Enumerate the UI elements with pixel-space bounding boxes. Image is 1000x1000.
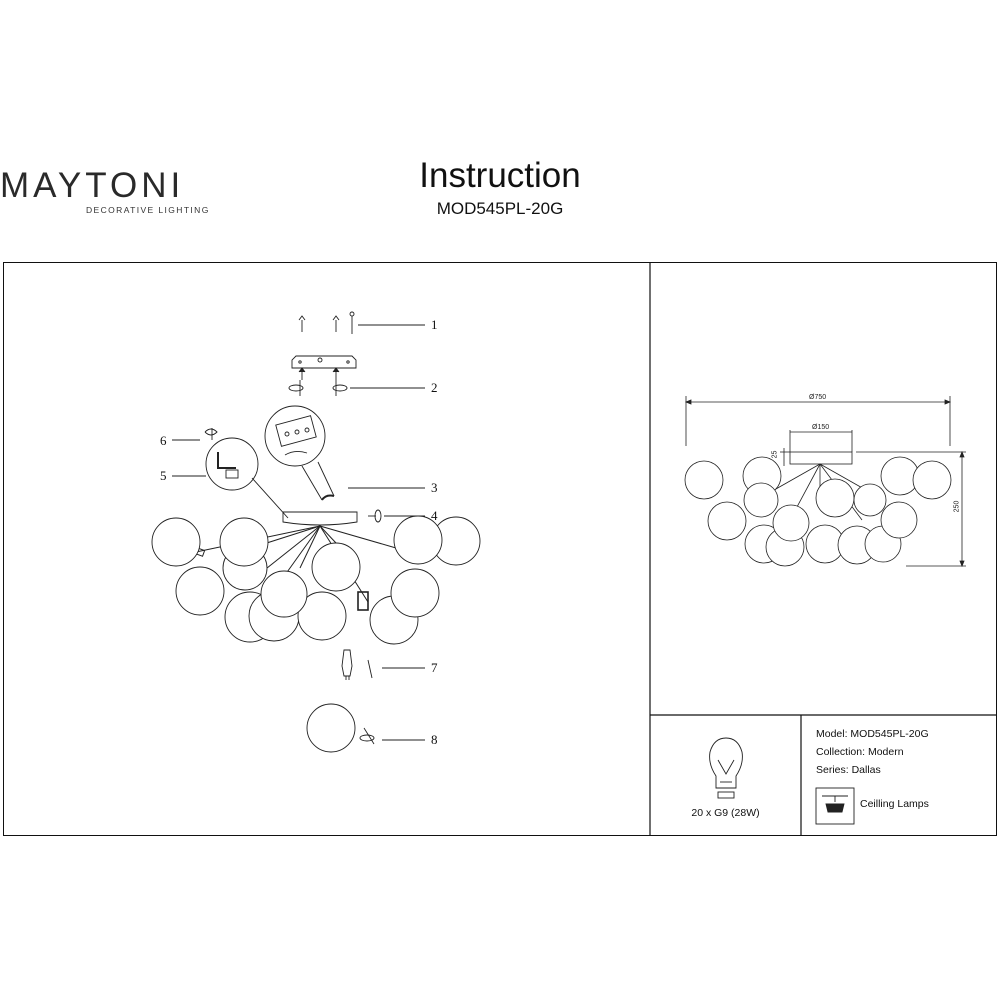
g9-bulb-icon	[341, 649, 373, 680]
wiring-detail-callout	[264, 405, 335, 501]
panel-dividers	[649, 262, 997, 836]
dimension-height-label: 250	[953, 500, 961, 513]
brand-logo-tagline: DECORATIVE LIGHTING	[86, 205, 210, 215]
canopy-icon	[282, 511, 358, 526]
dimension-width-label: Ø750	[809, 394, 827, 401]
part-number-1: 1	[431, 317, 438, 332]
part-number-6: 6	[160, 433, 167, 448]
dimension-canopy-height-label: 25	[771, 450, 779, 459]
bulb-spec-label: 20 x G9 (28W)	[691, 807, 760, 819]
part-number-7: 7	[431, 660, 438, 675]
mounting-bracket-icon	[288, 355, 357, 396]
info-series: Series: Dallas	[816, 764, 881, 776]
part-number-2: 2	[431, 380, 438, 395]
instruction-frame	[3, 262, 997, 836]
info-model: Model: MOD545PL-20G	[816, 728, 929, 740]
hex-key-callout	[204, 428, 289, 519]
dimension-globes	[684, 456, 952, 567]
bulb-icon	[709, 737, 743, 799]
part-number-3: 3	[431, 480, 438, 495]
part-number-4: 4	[431, 508, 438, 523]
info-category: Ceilling Lamps	[860, 798, 929, 810]
dimension-canopy-label: Ø150	[812, 424, 830, 431]
ceiling-lamp-icon	[815, 787, 855, 825]
glass-globe-icon	[306, 703, 375, 753]
screws-icon	[298, 311, 355, 334]
info-collection: Collection: Modern	[816, 746, 904, 758]
page-title: Instruction	[419, 156, 581, 195]
part-number-5: 5	[160, 468, 167, 483]
chandelier-globes	[151, 515, 481, 645]
assembly-diagram	[151, 311, 481, 753]
model-heading: MOD545PL-20G	[436, 199, 564, 218]
part-number-8: 8	[431, 732, 438, 747]
fixing-screw-icon	[368, 509, 382, 523]
brand-logo-wordmark: MAYTONI	[0, 166, 185, 205]
